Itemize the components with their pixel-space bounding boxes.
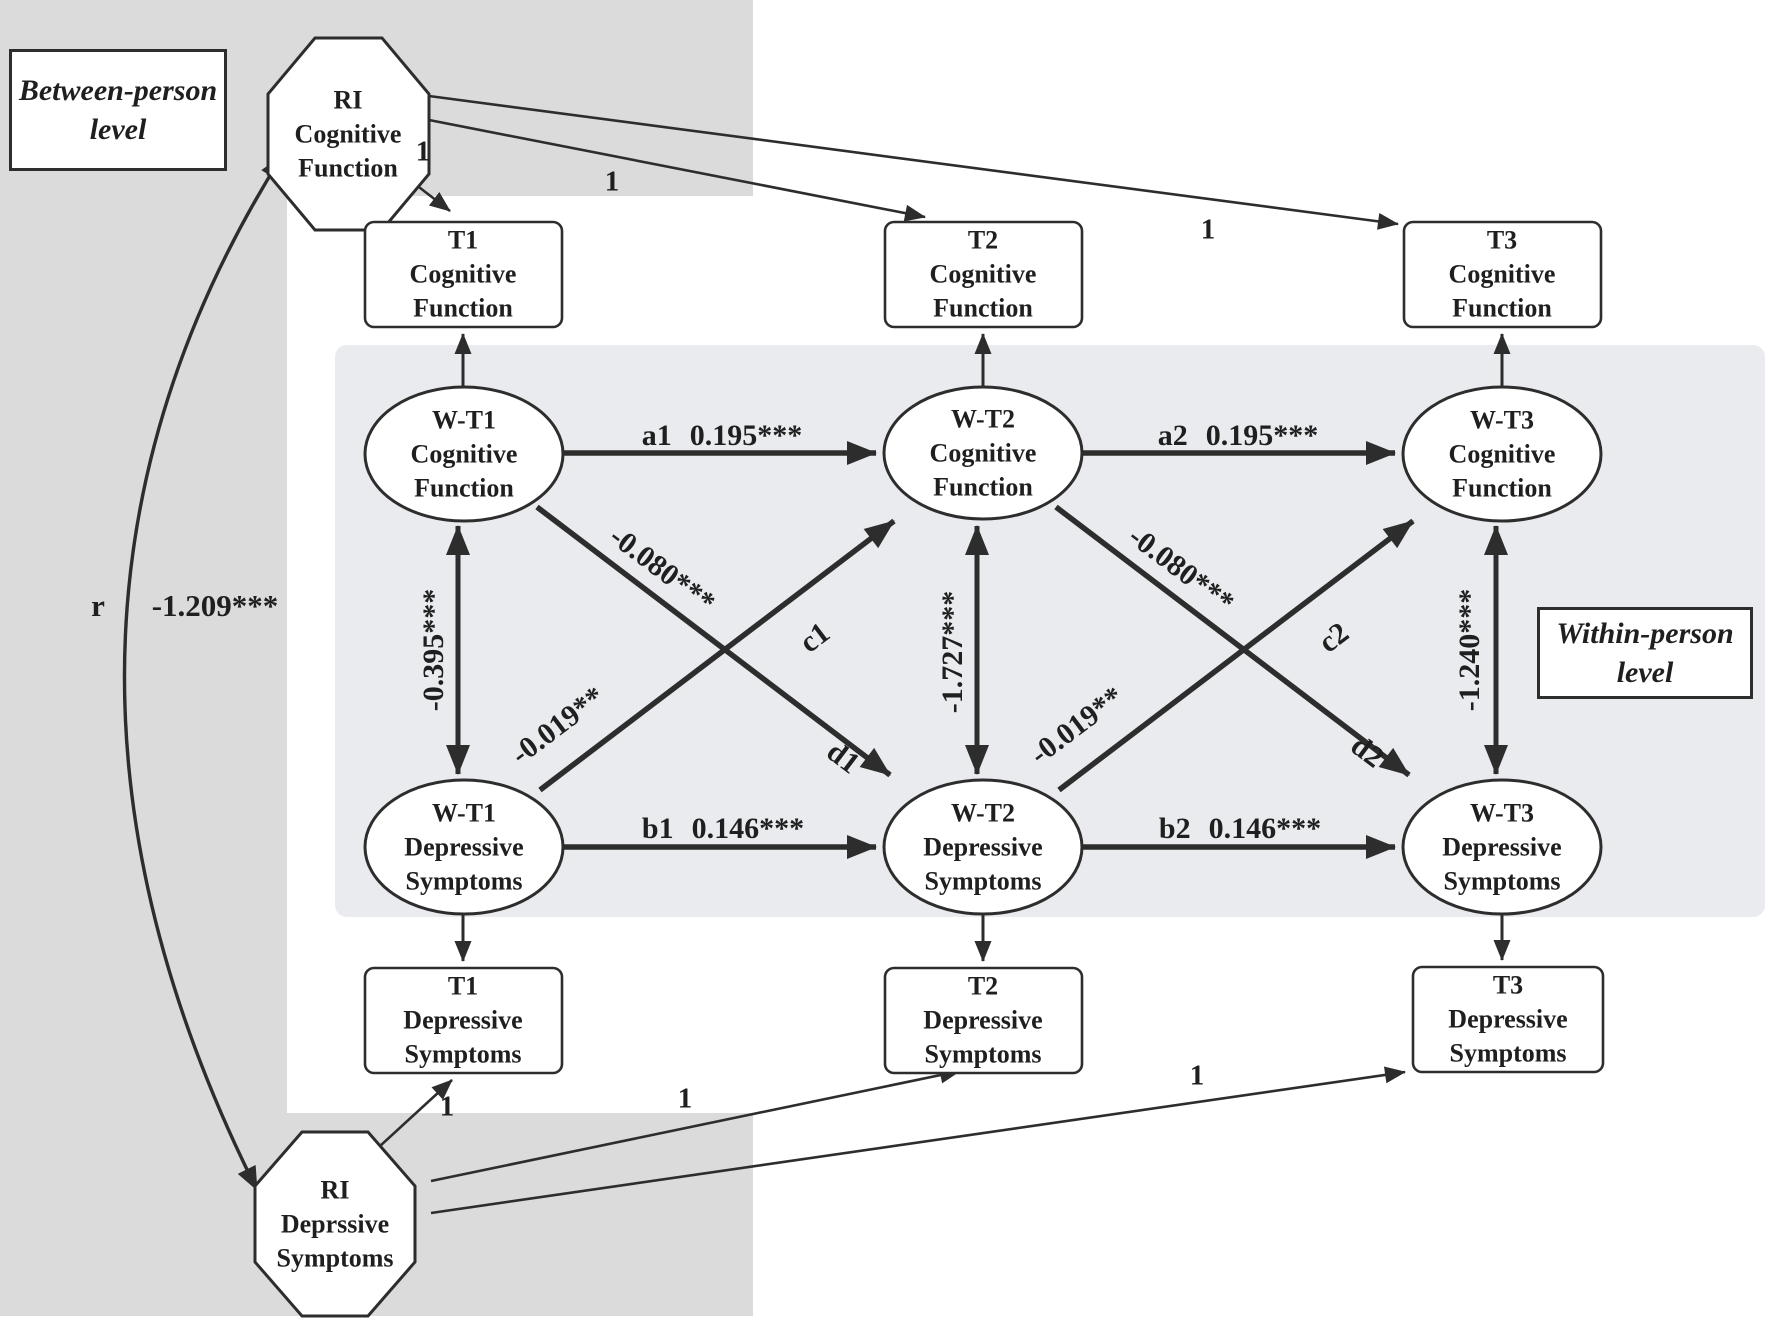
arrow-c2 (1057, 518, 1415, 793)
loading-1-ricog-t1: 1 (415, 135, 431, 168)
ri-corr-symbol: r (91, 588, 105, 623)
arrow-ri-correlation (122, 155, 284, 1191)
wt2-cognitive-label: W-T2 Cognitive Function (929, 404, 1037, 501)
box-t2-cognitive (883, 220, 1084, 329)
loading-ri-dep-t1 (379, 1079, 453, 1147)
loading-1-ridep-t2: 1 (677, 1082, 693, 1115)
t1-depressive-label: T1 Depressive Symptoms (403, 971, 523, 1068)
loading-ri-cog-t3 (428, 94, 1399, 230)
ellipse-wt3-cognitive (1401, 385, 1603, 523)
arrow-c1 (538, 518, 896, 793)
box-t1-cognitive (363, 220, 564, 329)
t2-cognitive-label: T2 Cognitive Function (929, 225, 1037, 322)
t2-depressive-label: T2 Depressive Symptoms (923, 971, 1043, 1068)
between-person-level-label: Between-person level (9, 49, 227, 171)
ellipse-wt2-depressive (882, 778, 1084, 916)
loading-1-ricog-t3: 1 (1200, 213, 1216, 246)
wt1-depressive-label: W-T1 Depressive Symptoms (404, 798, 524, 895)
loading-ri-cog-t2 (428, 118, 926, 222)
loading-1-ricog-t2: 1 (604, 165, 620, 198)
wt3-cognitive-label: W-T3 Cognitive Function (1448, 405, 1556, 502)
wt1-cognitive-label: W-T1 Cognitive Function (410, 405, 518, 502)
within-label-line1: Within-person (1556, 617, 1734, 650)
arrow-d2 (1054, 504, 1411, 778)
t3-depressive-label: T3 Depressive Symptoms (1448, 970, 1568, 1067)
ellipse-wt2-cognitive (882, 385, 1084, 521)
t1-cognitive-label: T1 Cognitive Function (409, 225, 517, 322)
loading-1-ridep-t1: 1 (439, 1090, 455, 1123)
wt3-depressive-label: W-T3 Depressive Symptoms (1442, 798, 1562, 895)
octagon-ri-depressive (253, 1130, 417, 1318)
ri-depressive-label: RI Deprssive Symptoms (276, 1175, 394, 1272)
ellipse-wt1-depressive (363, 778, 565, 916)
ellipse-wt1-cognitive (363, 385, 565, 523)
between-label-line2: level (89, 113, 147, 146)
loading-ri-dep-t3 (430, 1066, 1406, 1215)
cov-t3-label: -1.240*** (1453, 588, 1486, 712)
ellipse-wt3-depressive (1401, 778, 1603, 916)
ri-cognitive-label: RI Cognitive Function (294, 85, 402, 182)
wt2-depressive-label: W-T2 Depressive Symptoms (923, 798, 1043, 895)
t3-cognitive-label: T3 Cognitive Function (1448, 225, 1556, 322)
cov-t1-label: -0.395*** (417, 588, 450, 712)
box-t3-depressive (1411, 965, 1605, 1074)
between-label-line1: Between-person (18, 74, 218, 107)
box-t1-depressive (363, 966, 564, 1075)
cov-t2-label: -1.727*** (936, 590, 969, 714)
ri-corr-value: -1.209*** (151, 588, 279, 623)
box-t3-cognitive (1402, 220, 1603, 329)
arrow-d1 (535, 504, 892, 778)
within-person-level-label: Within-person level (1537, 607, 1753, 699)
loading-1-ridep-t3: 1 (1189, 1059, 1205, 1092)
loading-ri-dep-t2 (430, 1066, 961, 1183)
within-label-line2: level (1616, 656, 1674, 689)
box-t2-depressive (883, 966, 1084, 1075)
